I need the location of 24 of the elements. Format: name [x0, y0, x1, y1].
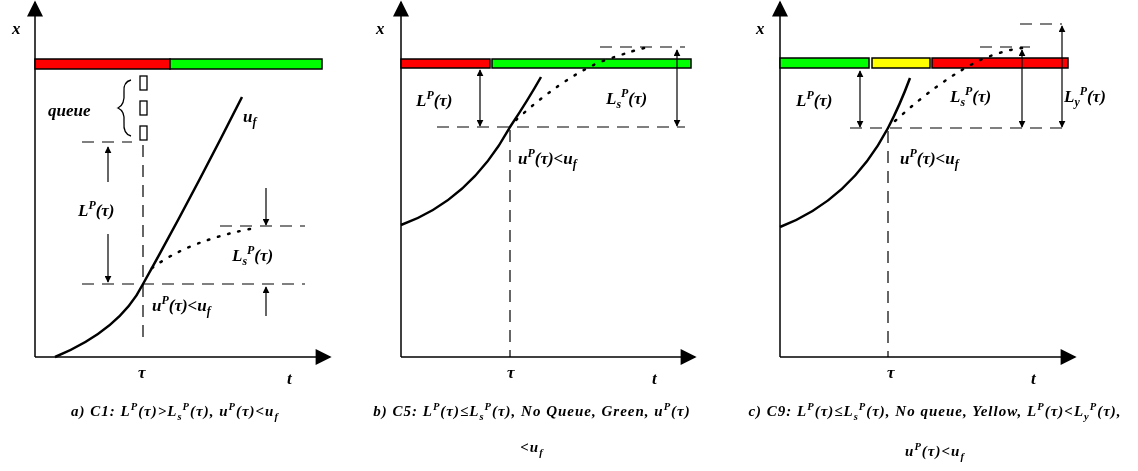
axis-label: τ: [507, 364, 515, 381]
variable-label: L$^{P}$(τ): [416, 90, 453, 109]
axis-label: x: [376, 20, 385, 37]
figure-caption: b) C5: L$^{P}$(τ)≤L$_{s}$$^{P}$(τ), No Queue, Green, u$^{P}$(τ)<u$_{f}$: [372, 400, 692, 460]
variable-label: u$^{P}$(τ)<u$_{f}$: [900, 148, 959, 171]
axis-label: t: [287, 370, 292, 387]
variable-label: L$^{P}$(τ): [78, 200, 115, 219]
figure-caption: a) C1: L$^{P}$(τ)>L$_{s}$$^{P}$(τ), u$^{P}$(τ)<u$_{f}$: [70, 400, 280, 424]
axis-label: τ: [887, 364, 895, 381]
variable-label: u$^{P}$(τ)<u$_{f}$: [518, 148, 577, 171]
variable-label: u$_{f}$: [243, 108, 257, 130]
variable-label: L$_{y}$$^{P}$(τ): [1064, 86, 1106, 109]
axis-label: x: [756, 20, 765, 37]
axis-label: x: [12, 20, 21, 37]
variable-label: L$_{s}$$^{P}$(τ): [606, 88, 648, 111]
figure-caption: c) C9: L$^{P}$(τ)≤L$_{s}$$^{P}$(τ), No queue, Yellow, L$^{P}$(τ)<L$_{y}$$^{P}$(τ), u$^{P}$(τ)<u$_{f}$: [747, 400, 1123, 464]
queue-label: queue: [48, 102, 91, 119]
axis-label: τ: [138, 364, 146, 381]
axis-label: t: [1031, 370, 1036, 387]
variable-label: u$^{P}$(τ)<u$_{f}$: [152, 295, 211, 318]
variable-label: L$^{P}$(τ): [796, 90, 833, 109]
variable-label: L$_{s}$$^{P}$(τ): [232, 245, 274, 268]
variable-label: L$_{s}$$^{P}$(τ): [950, 86, 992, 109]
axis-label: t: [652, 370, 657, 387]
